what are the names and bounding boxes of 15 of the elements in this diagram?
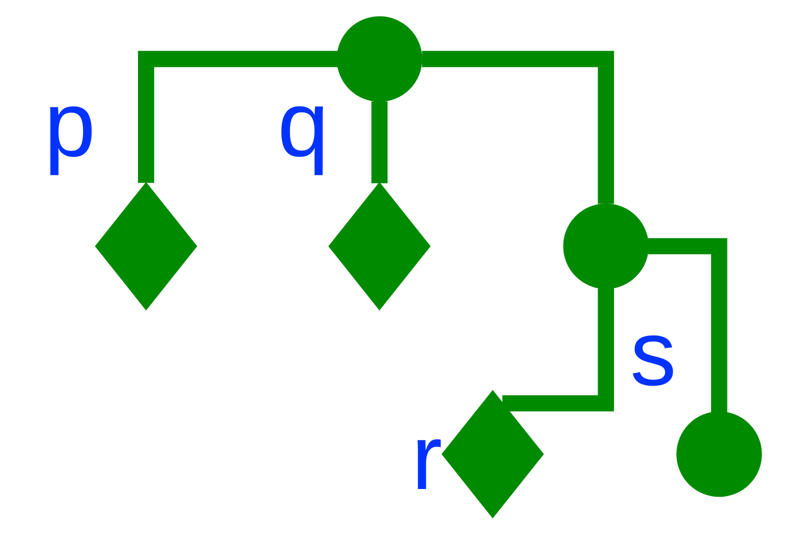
node-label: s <box>630 300 676 405</box>
connector <box>422 50 614 204</box>
connector <box>648 238 728 412</box>
node-diamond <box>442 390 544 518</box>
node-label: q <box>278 72 329 176</box>
node-circle <box>336 16 422 102</box>
node-circle <box>563 203 649 289</box>
node-diamond <box>94 182 198 310</box>
node-label: p <box>44 72 96 176</box>
connector <box>502 288 614 412</box>
connector <box>371 102 388 184</box>
node-diamond <box>328 182 431 310</box>
connector <box>138 50 338 183</box>
node-circle <box>676 411 762 497</box>
node-label: r <box>411 404 442 509</box>
